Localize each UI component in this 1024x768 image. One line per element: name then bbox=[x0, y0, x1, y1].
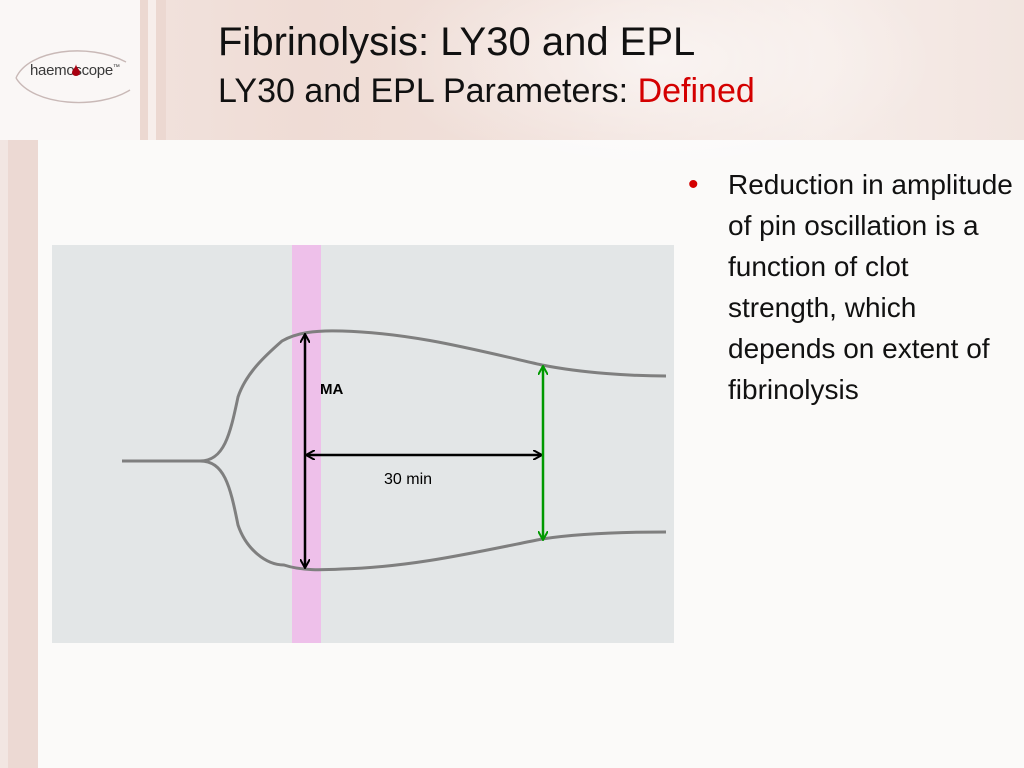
bullet-dot-icon: • bbox=[688, 168, 699, 201]
teg-trace-diagram: MA 30 min bbox=[52, 245, 674, 643]
logo-divider-highlight bbox=[148, 0, 156, 140]
blood-drop-icon bbox=[72, 64, 80, 76]
bullet-item: • Reduction in amplitude of pin oscillat… bbox=[688, 164, 1018, 410]
diagram-panel bbox=[52, 245, 674, 643]
trace-lower-curve bbox=[199, 459, 667, 572]
time-label: 30 min bbox=[384, 471, 432, 488]
header-band bbox=[0, 0, 1024, 180]
logo-swoosh-icon bbox=[15, 50, 131, 104]
trace-upper-curve bbox=[122, 329, 667, 463]
subtitle-accent: Defined bbox=[637, 72, 755, 110]
bullet-text: Reduction in amplitude of pin oscillatio… bbox=[728, 169, 1013, 405]
subtitle-main: LY30 and EPL Parameters: bbox=[218, 72, 638, 110]
logo: haemoscope™ bbox=[30, 62, 120, 79]
ma-label: MA bbox=[320, 381, 343, 398]
logo-box: haemoscope™ bbox=[0, 0, 140, 140]
bullet-list: • Reduction in amplitude of pin oscillat… bbox=[688, 164, 1018, 410]
ma-time-band bbox=[292, 245, 321, 643]
slide-title: Fibrinolysis: LY30 and EPL bbox=[218, 20, 696, 64]
logo-trademark: ™ bbox=[112, 64, 120, 71]
left-stripe-inner bbox=[8, 140, 38, 768]
logo-wordmark: haemoscope bbox=[30, 62, 113, 79]
slide-subtitle: LY30 and EPL Parameters: Defined bbox=[218, 72, 755, 111]
